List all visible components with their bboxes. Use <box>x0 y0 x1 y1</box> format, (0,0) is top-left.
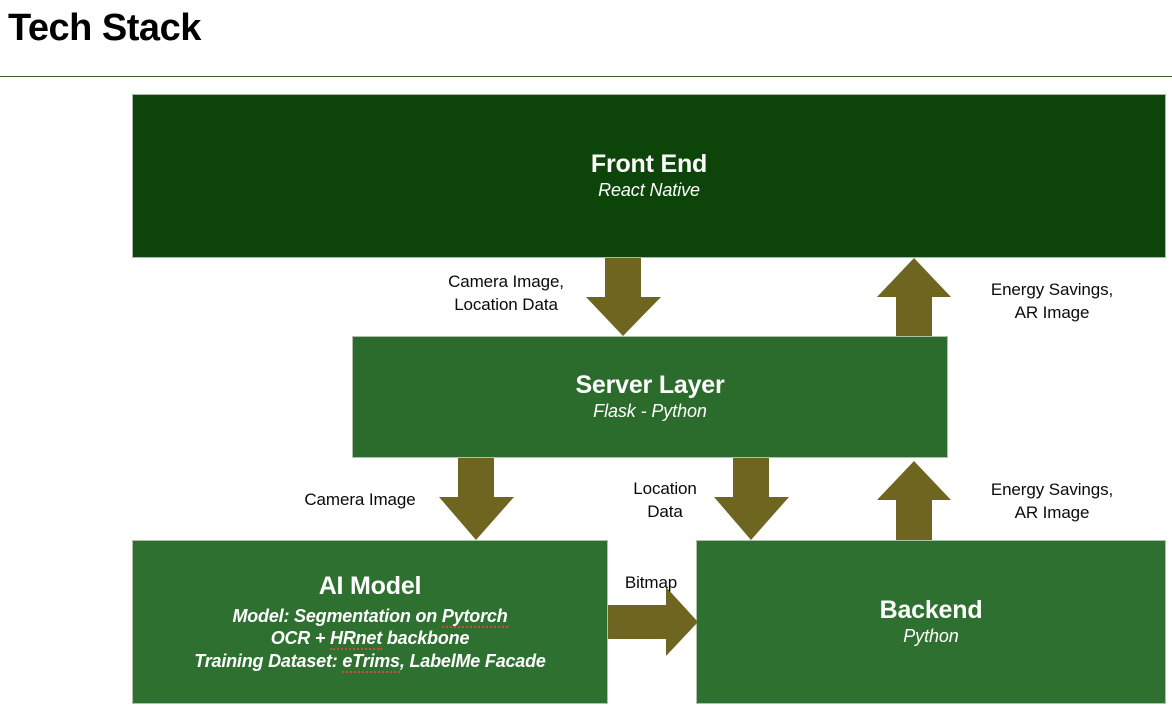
ai-line1-term: Pytorch <box>441 605 508 628</box>
server-layer-subtitle: Flask - Python <box>593 401 707 422</box>
ai-model-line-3: Training Dataset: eTrims, LabelMe Facade <box>194 650 546 673</box>
front-end-title: Front End <box>590 149 708 178</box>
ai-line3-suffix: , LabelMe Facade <box>399 650 546 671</box>
node-front-end[interactable]: Front End React Native <box>132 94 1166 258</box>
arrow-ai-to-backend-icon <box>608 587 698 656</box>
ai-line2-term: HRnet <box>330 628 383 650</box>
server-layer-title: Server Layer <box>575 370 725 399</box>
ai-model-line-2: OCR + HRnet backbone <box>194 627 545 650</box>
arrow-backend-to-server-icon <box>877 461 951 540</box>
ai-line2-prefix: OCR + <box>270 628 331 648</box>
ai-model-details: Model: Segmentation on Pytorch OCR + HRn… <box>194 605 546 673</box>
ai-line3-term: eTrims <box>342 650 400 673</box>
title-divider <box>0 76 1172 77</box>
ai-model-title: AI Model <box>318 572 422 600</box>
ai-model-line-1: Model: Segmentation on Pytorch <box>194 605 545 628</box>
node-backend[interactable]: Backend Python <box>696 540 1166 704</box>
edge-label-ai-to-backend: Bitmap <box>624 573 678 592</box>
arrow-backend-to-frontend-icon <box>877 258 951 336</box>
edge-label-backend-to-frontend: Energy Savings, AR Image <box>990 280 1114 322</box>
backend-subtitle: Python <box>903 626 959 647</box>
ai-line2-suffix: backbone <box>382 628 470 648</box>
node-server-layer[interactable]: Server Layer Flask - Python <box>352 336 948 458</box>
edge-label-server-to-backend: Location Data <box>633 479 697 521</box>
backend-title: Backend <box>879 595 983 624</box>
edge-label-server-to-ai: Camera Image <box>304 490 416 509</box>
edge-label-backend-to-server: Energy Savings, AR Image <box>990 480 1114 522</box>
ai-line1-prefix: Model: Segmentation on <box>232 605 442 626</box>
front-end-subtitle: React Native <box>598 180 700 201</box>
page-title: Tech Stack <box>8 7 201 49</box>
edge-label-frontend-to-server: Camera Image, Location Data <box>448 272 564 314</box>
node-ai-model[interactable]: AI Model Model: Segmentation on Pytorch … <box>132 540 608 704</box>
ai-line3-prefix: Training Dataset: <box>194 650 343 671</box>
